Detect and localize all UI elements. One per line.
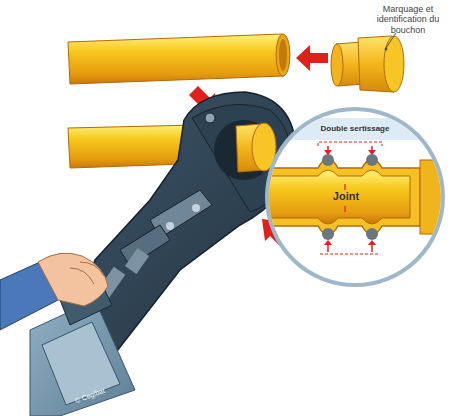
leader-line	[386, 33, 396, 48]
callout-label: Marquage et identification du bouchon	[368, 4, 448, 35]
cap-in-jaw	[236, 123, 276, 172]
inset-detail	[260, 109, 452, 285]
red-arrow	[296, 45, 328, 71]
cap	[331, 36, 404, 92]
leader-dot	[385, 48, 388, 51]
pipe-top	[68, 34, 290, 84]
crimp-label: Double sertissage	[300, 124, 410, 133]
seal-label: Joint	[316, 190, 376, 203]
hand	[0, 253, 108, 330]
